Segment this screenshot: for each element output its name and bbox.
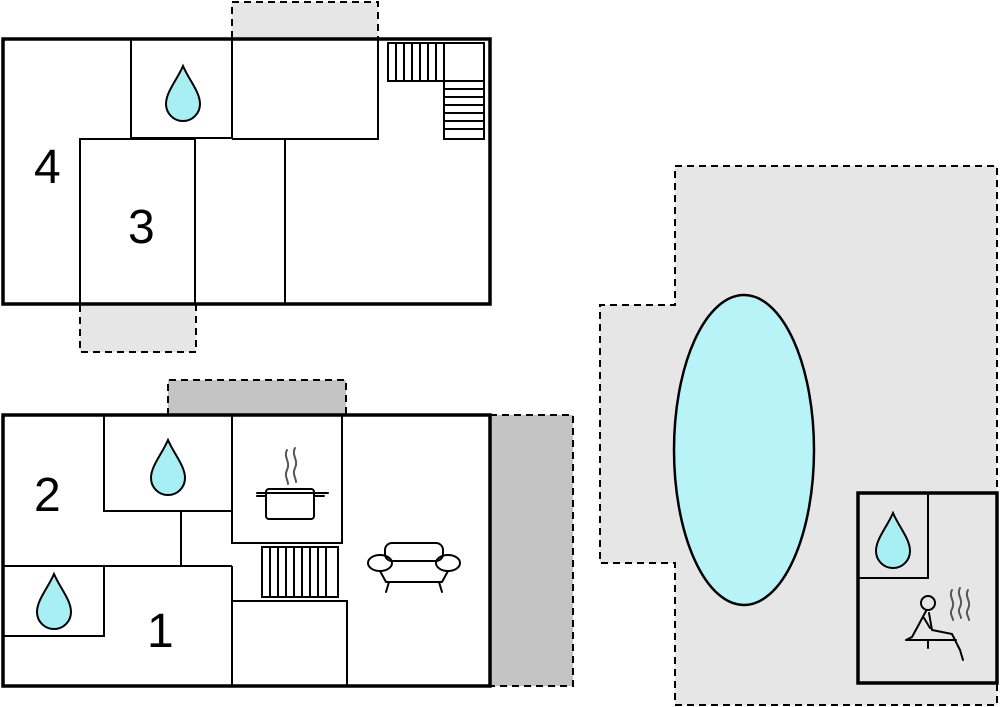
- upper-balcony-bottom: [80, 305, 196, 352]
- cooking-pot-icon: [256, 447, 329, 520]
- room-label-4: 4: [34, 141, 61, 194]
- swimming-pool: [672, 293, 816, 607]
- upper-balcony-top: [232, 2, 378, 38]
- room-label-1: 1: [147, 605, 174, 658]
- lower-inner-walls: [3, 415, 348, 686]
- lower-floor: 2 1: [1, 379, 574, 688]
- upper-floor: 4 3: [1, 1, 492, 353]
- water-drop-icon: [36, 573, 72, 630]
- lower-outer-wall: [1, 413, 492, 688]
- upper-inner-walls: [79, 39, 379, 304]
- water-drop-icon: [150, 439, 186, 496]
- lower-terrace-right: [490, 415, 573, 686]
- staircase-icon: [387, 42, 485, 140]
- sauna-hut: [856, 491, 999, 685]
- room-label-2: 2: [34, 469, 61, 522]
- lower-terrace-top: [168, 380, 346, 415]
- staircase-icon: [261, 546, 339, 598]
- sauna-icon: [905, 587, 971, 661]
- sofa-icon: [367, 542, 461, 593]
- upper-outer-wall: [1, 37, 492, 306]
- water-drop-icon: [165, 65, 201, 122]
- outdoor-area: [599, 165, 999, 706]
- room-label-3: 3: [128, 201, 155, 254]
